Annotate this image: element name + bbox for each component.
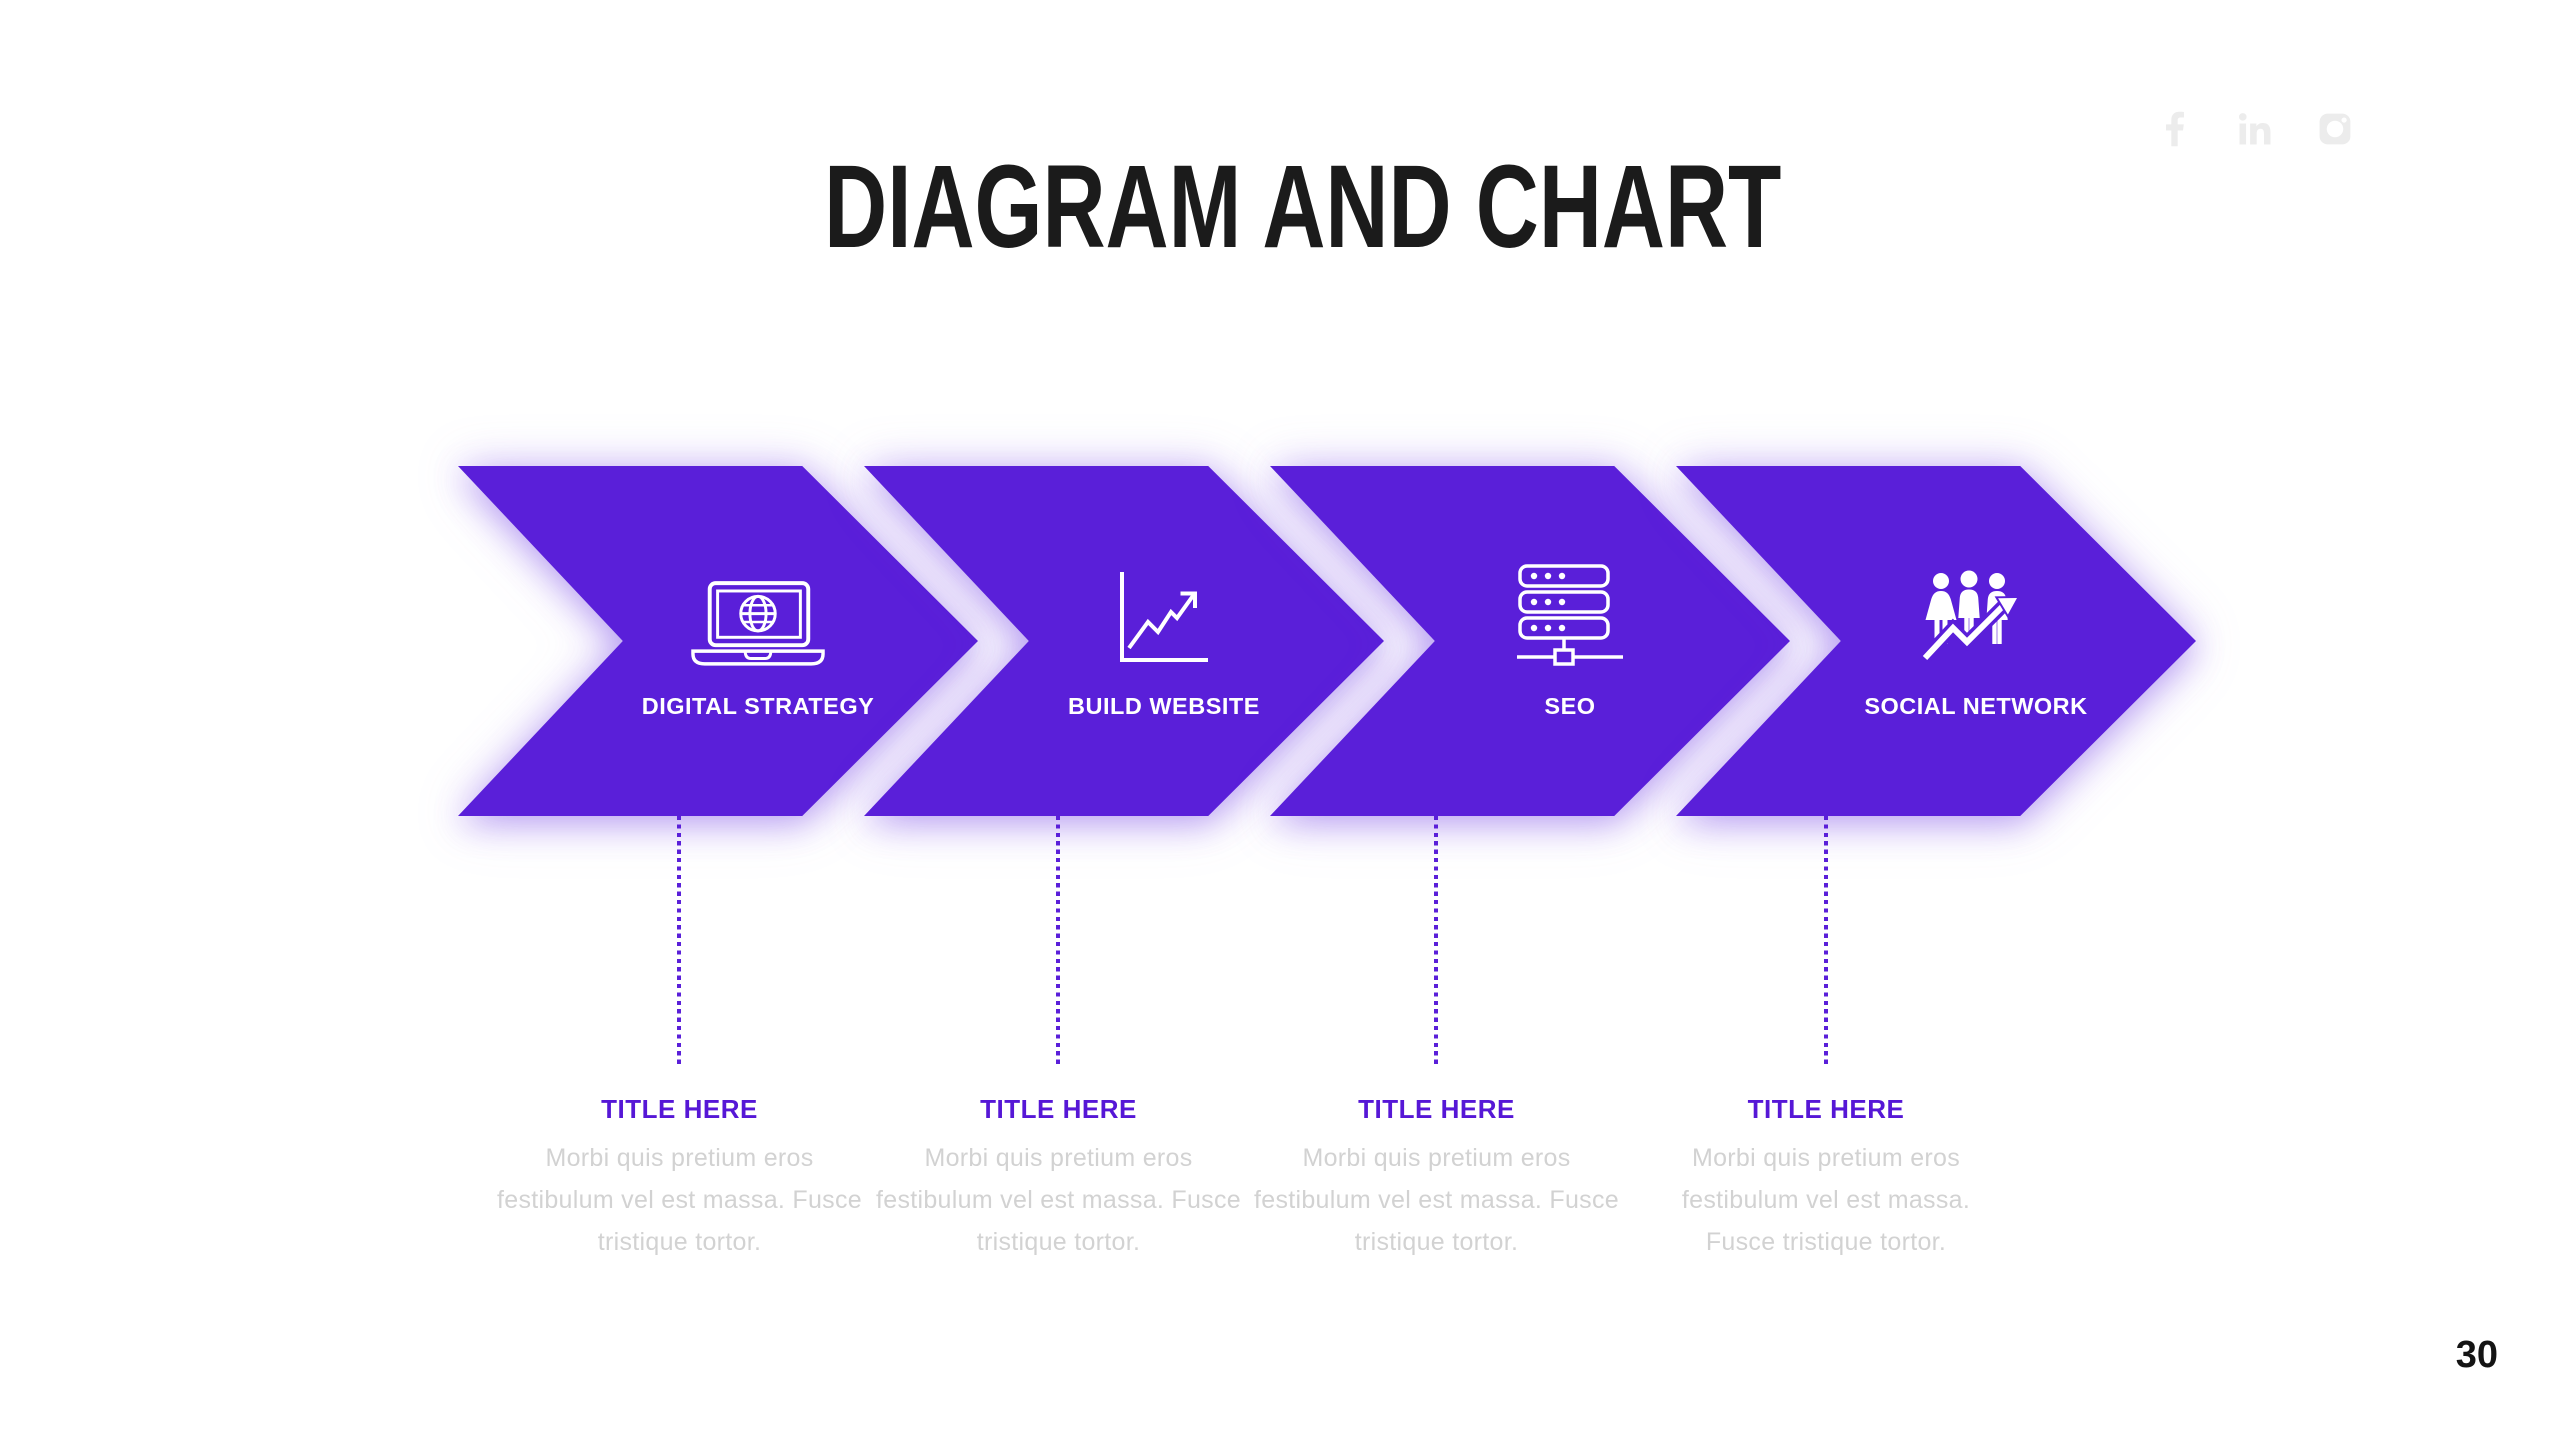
note-text: Morbi quis pretium eros festibulum vel e… xyxy=(1681,1144,1971,1256)
connector-dotted-line-4 xyxy=(1824,816,1828,1068)
note-title: TITLE HERE xyxy=(980,1094,1137,1124)
note-text: Morbi quis pretium eros festibulum vel e… xyxy=(1254,1144,1619,1256)
process-step-seo: SEO xyxy=(1270,466,1790,816)
step-label: DIGITAL STRATEGY xyxy=(641,693,875,719)
server-network-icon xyxy=(1517,562,1623,666)
process-step-social-network: SOCIAL NETWORK xyxy=(1676,466,2196,816)
step-note-4: TITLE HERE Morbi quis pretium eros festi… xyxy=(1666,1094,1986,1263)
step-label: SEO xyxy=(1544,693,1596,719)
note-title: TITLE HERE xyxy=(1747,1094,1905,1124)
connector-dotted-line-3 xyxy=(1434,816,1438,1068)
step-label: BUILD WEBSITE xyxy=(1068,693,1260,719)
social-links xyxy=(2152,106,2358,152)
step-note-3: TITLE HERE Morbi quis pretium eros festi… xyxy=(1249,1094,1624,1263)
instagram-icon[interactable] xyxy=(2312,106,2358,152)
growth-chart-icon xyxy=(1116,562,1212,666)
connector-dotted-line-1 xyxy=(677,816,681,1068)
facebook-icon[interactable] xyxy=(2152,106,2198,152)
note-title: TITLE HERE xyxy=(601,1094,758,1124)
page-title-text: DIAGRAM AND CHART xyxy=(824,141,1782,273)
connector-dotted-line-2 xyxy=(1056,816,1060,1068)
linkedin-icon[interactable] xyxy=(2232,106,2278,152)
note-text: Morbi quis pretium eros festibulum vel e… xyxy=(497,1144,862,1256)
process-step-digital-strategy: DIGITAL STRATEGY xyxy=(458,466,978,816)
note-title: TITLE HERE xyxy=(1358,1094,1515,1124)
laptop-globe-icon xyxy=(691,562,825,666)
chevron-arrow: SOCIAL NETWORK xyxy=(1676,466,2196,816)
step-note-1: TITLE HERE Morbi quis pretium eros festi… xyxy=(492,1094,867,1263)
step-label: SOCIAL NETWORK xyxy=(1864,693,2088,719)
people-growth-arrow-icon xyxy=(1919,562,2033,666)
page-title: DIAGRAM AND CHART xyxy=(46,148,2560,266)
step-note-2: TITLE HERE Morbi quis pretium eros festi… xyxy=(871,1094,1246,1263)
page-number: 30 xyxy=(2455,1334,2498,1376)
note-text: Morbi quis pretium eros festibulum vel e… xyxy=(876,1144,1241,1256)
process-step-build-website: BUILD WEBSITE xyxy=(864,466,1384,816)
